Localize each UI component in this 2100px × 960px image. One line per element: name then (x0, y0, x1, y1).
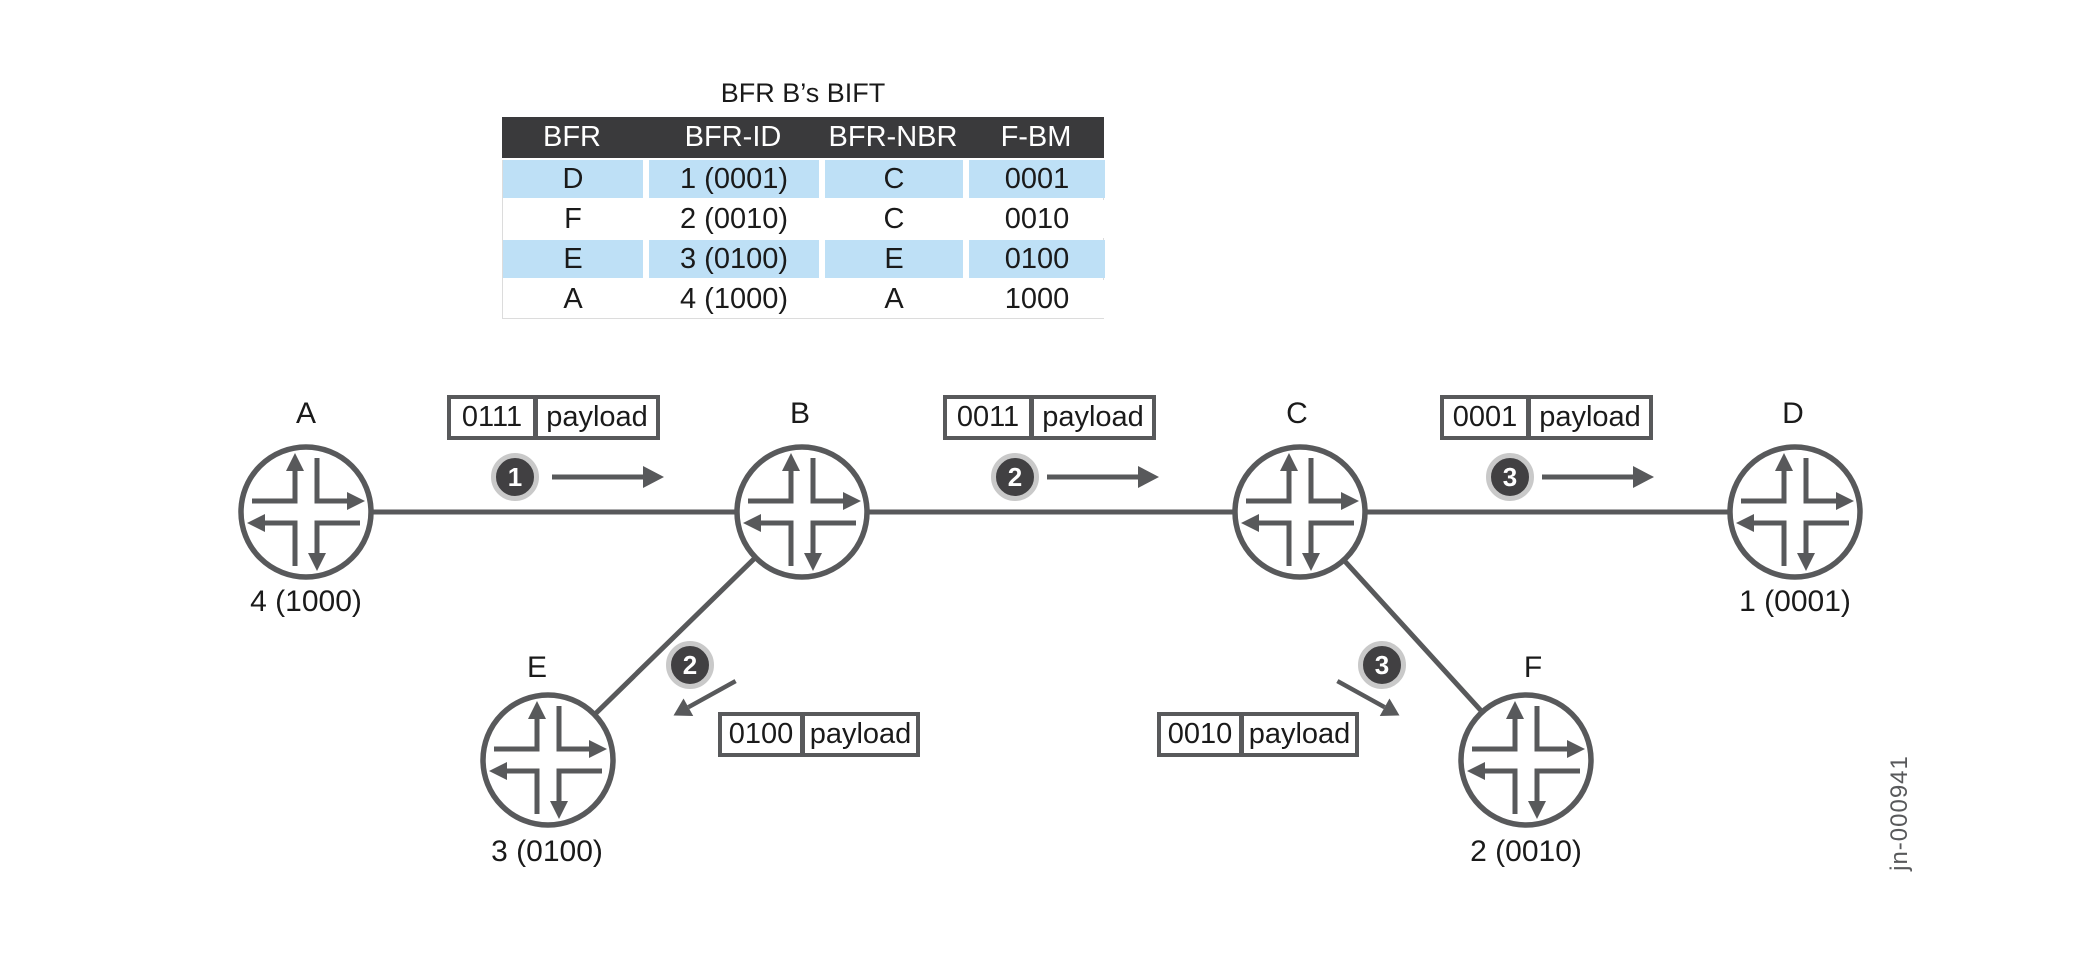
packet-b-to-e-bitstring: 0100 (718, 712, 804, 757)
packet-c-to-f-payload: payload (1240, 712, 1359, 757)
router-icon-a (236, 442, 376, 582)
bift-cell-r1c0: F (503, 200, 643, 238)
bift-col-bfr: BFR (543, 121, 601, 153)
packet-b-to-c-bitstring: 0011 (943, 395, 1033, 440)
packet-c-to-f: 0010 payload (1157, 712, 1359, 757)
node-d-bfr-id: 1 (0001) (1739, 585, 1851, 618)
figure-id-watermark: jn-000941 (1886, 755, 1913, 871)
bift-cell-r3c1: 4 (1000) (649, 280, 819, 318)
node-a-label: A (295, 397, 316, 430)
packet-a-to-b-bitstring: 0111 (447, 395, 537, 440)
node-b-label: B (789, 397, 810, 430)
bift-table-title: BFR B’s BIFT (720, 78, 886, 108)
bift-cell-r0c2: C (825, 160, 963, 198)
bift-cell-r2c2: E (825, 240, 963, 278)
node-f-label: F (1523, 651, 1543, 684)
packet-a-to-b: 0111 payload (447, 395, 660, 440)
node-e-bfr-id: 3 (0100) (491, 835, 603, 868)
step-3-badge-to-f: 3 (1358, 641, 1406, 689)
node-c-label: C (1286, 397, 1308, 430)
bift-cell-r3c2: A (825, 280, 963, 318)
bift-col-bfr-id: BFR-ID (684, 121, 782, 153)
step-1-badge: 1 (491, 453, 539, 501)
bift-cell-r2c0: E (503, 240, 643, 278)
bift-cell-r0c1: 1 (0001) (649, 160, 819, 198)
bift-table-body: D 1 (0001) C 0001 F 2 (0010) C 0010 E 3 … (502, 160, 1105, 319)
packet-a-to-b-payload: payload (534, 395, 660, 440)
bift-cell-r3c0: A (503, 280, 643, 318)
bift-cell-r2c1: 3 (0100) (649, 240, 819, 278)
step-3-badge: 3 (1486, 453, 1534, 501)
node-f-bfr-id: 2 (0010) (1470, 835, 1582, 868)
flow-arrow-a-to-b-icon (550, 462, 665, 492)
bift-table-header: BFR BFR-ID BFR-NBR F-BM (502, 117, 1104, 158)
flow-arrow-b-to-c-icon (1045, 462, 1160, 492)
packet-b-to-c: 0011 payload (943, 395, 1156, 440)
bift-cell-r0c0: D (503, 160, 643, 198)
node-a-bfr-id: 4 (1000) (250, 585, 362, 618)
router-icon-c (1230, 442, 1370, 582)
packet-b-to-c-payload: payload (1030, 395, 1156, 440)
router-icon-e (478, 690, 618, 830)
router-icon-f (1456, 690, 1596, 830)
router-icon-d (1725, 442, 1865, 582)
packet-c-to-f-bitstring: 0010 (1157, 712, 1243, 757)
packet-b-to-e-payload: payload (801, 712, 920, 757)
step-2-badge: 2 (991, 453, 1039, 501)
packet-c-to-d-payload: payload (1527, 395, 1653, 440)
bift-col-f-bm: F-BM (1000, 121, 1072, 153)
packet-c-to-d: 0001 payload (1440, 395, 1653, 440)
flow-arrow-c-to-d-icon (1540, 462, 1655, 492)
packet-b-to-e: 0100 payload (718, 712, 920, 757)
router-icon-b (732, 442, 872, 582)
bift-cell-r0c3: 0001 (969, 160, 1105, 198)
bift-cell-r1c1: 2 (0010) (649, 200, 819, 238)
bift-cell-r2c3: 0100 (969, 240, 1105, 278)
bift-table: BFR BFR-ID BFR-NBR F-BM D 1 (0001) C 000… (502, 117, 1105, 319)
bift-col-bfr-nbr: BFR-NBR (828, 121, 958, 153)
packet-c-to-d-bitstring: 0001 (1440, 395, 1530, 440)
node-e-label: E (526, 651, 547, 684)
bift-cell-r3c3: 1000 (969, 280, 1105, 318)
node-d-label: D (1782, 397, 1804, 430)
bift-cell-r1c2: C (825, 200, 963, 238)
bift-cell-r1c3: 0010 (969, 200, 1105, 238)
step-2-badge-to-e: 2 (666, 641, 714, 689)
